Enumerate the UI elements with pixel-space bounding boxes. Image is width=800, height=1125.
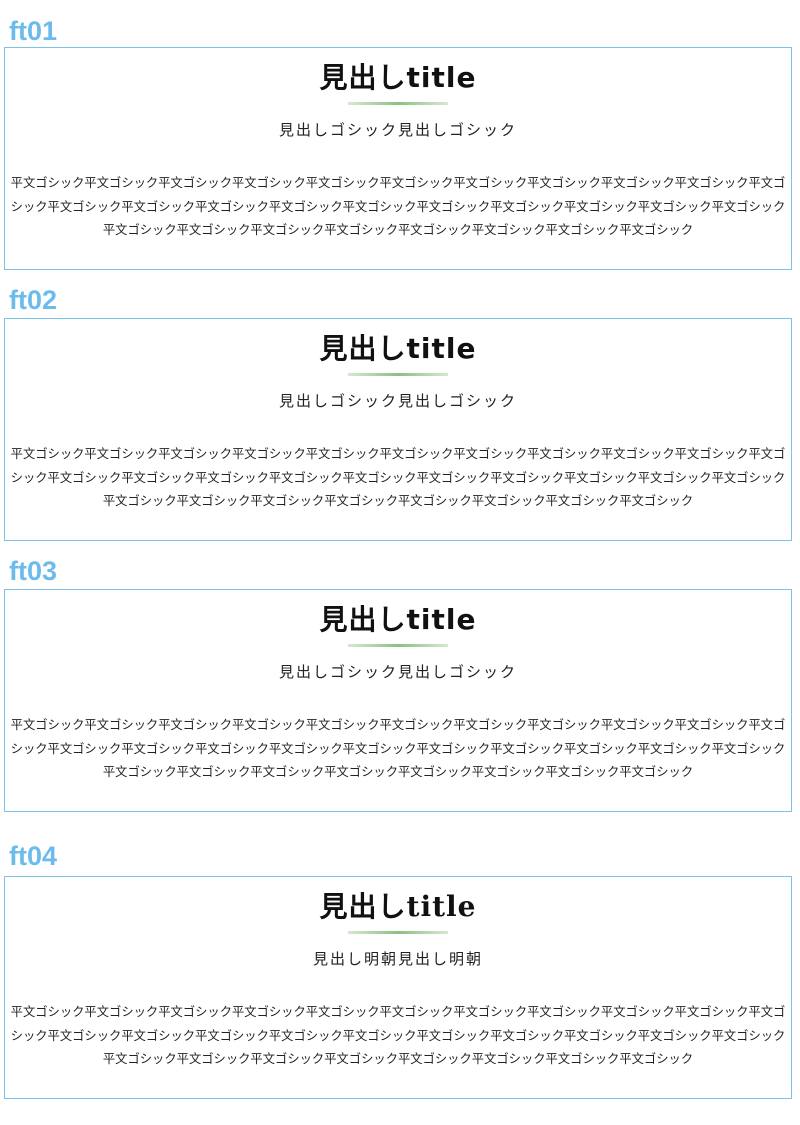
section-box-ft03: 見出しtitle 見出しゴシック見出しゴシック 平文ゴシック平文ゴシック平文ゴシ…	[4, 589, 792, 812]
section-subtitle: 見出し明朝見出し明朝	[312, 950, 483, 968]
section-title: 見出しtitle	[319, 332, 477, 365]
section-box-ft01: 見出しtitle 見出しゴシック見出しゴシック 平文ゴシック平文ゴシック平文ゴシ…	[4, 47, 792, 270]
section-title: 見出しtitle	[319, 890, 477, 923]
section-body: 平文ゴシック平文ゴシック平文ゴシック平文ゴシック平文ゴシック平文ゴシック平文ゴシ…	[10, 176, 786, 237]
section-box-ft04: 見出しtitle 見出し明朝見出し明朝 平文ゴシック平文ゴシック平文ゴシック平文…	[4, 876, 792, 1099]
section-label-ft03: ft03	[9, 556, 58, 586]
section-body: 平文ゴシック平文ゴシック平文ゴシック平文ゴシック平文ゴシック平文ゴシック平文ゴシ…	[10, 718, 786, 779]
title-underline	[348, 373, 448, 376]
title-underline	[348, 644, 448, 647]
title-underline	[348, 102, 448, 105]
section-title: 見出しtitle	[319, 603, 477, 636]
section-box-ft02: 見出しtitle 見出しゴシック見出しゴシック 平文ゴシック平文ゴシック平文ゴシ…	[4, 318, 792, 541]
section-label-ft01: ft01	[9, 16, 58, 46]
section-label-ft04: ft04	[9, 841, 58, 871]
section-title: 見出しtitle	[319, 61, 477, 94]
title-underline	[348, 931, 448, 934]
section-subtitle: 見出しゴシック見出しゴシック	[278, 663, 517, 681]
section-body: 平文ゴシック平文ゴシック平文ゴシック平文ゴシック平文ゴシック平文ゴシック平文ゴシ…	[10, 447, 786, 508]
section-subtitle: 見出しゴシック見出しゴシック	[278, 121, 517, 139]
section-subtitle: 見出しゴシック見出しゴシック	[278, 392, 517, 410]
section-label-ft02: ft02	[9, 285, 58, 315]
section-body: 平文ゴシック平文ゴシック平文ゴシック平文ゴシック平文ゴシック平文ゴシック平文ゴシ…	[10, 1005, 786, 1066]
